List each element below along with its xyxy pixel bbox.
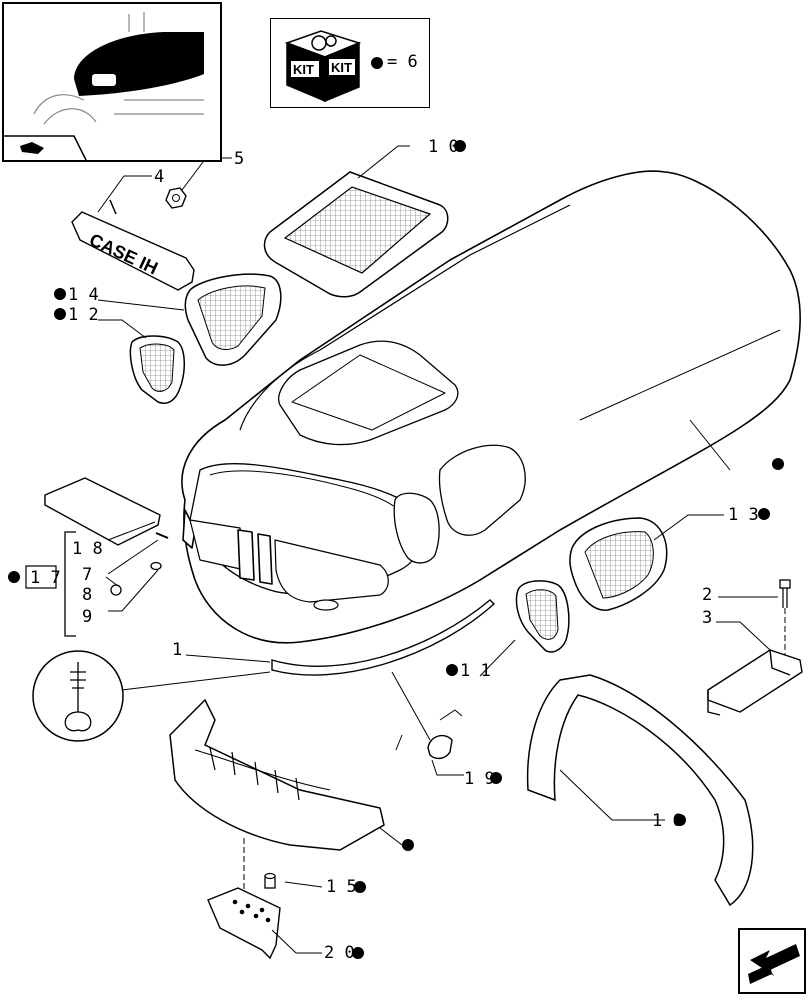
side-grille-11 [515,580,570,653]
callout-12: 1 2 [54,305,99,325]
svg-text:3: 3 [702,608,712,628]
callout-7: 7 [82,565,92,585]
grease-symbol [32,650,124,742]
side-grille-14 [184,273,282,366]
kit-text-left: KIT [293,62,314,77]
callout-5: 5 [234,149,244,169]
callout-11: 1 1 [446,661,491,681]
callout-13: 1 3 [728,505,770,525]
svg-text:1 9: 1 9 [464,769,495,789]
svg-text:2 0: 2 0 [324,943,355,963]
svg-text:1 2: 1 2 [68,305,99,325]
svg-text:1 5: 1 5 [326,877,357,897]
washer-8 [110,584,122,596]
top-filter-panel [263,171,449,298]
tractor-thumbnail-icon [4,12,204,161]
callout-17: 1 7 [8,565,61,589]
kit-dot-icon [371,57,383,69]
bracket-3 [707,649,803,716]
svg-text:5: 5 [234,149,244,169]
callout-8: 8 [82,585,92,605]
hood-main [181,170,801,644]
overview-thumbnail [2,2,222,162]
callout-15: 1 5 [326,877,366,897]
kit-text-right: KIT [331,60,352,75]
side-grille-12 [129,335,185,404]
plug-15 [264,872,276,889]
callout-20: 2 0 [324,943,364,963]
callout-10: 1 0 [428,137,466,157]
callout-9: 9 [82,607,92,627]
svg-text:9: 9 [82,607,92,627]
arrow-down-left-icon [748,944,800,984]
callout-3: 3 [702,608,712,628]
svg-text:1 6: 1 6 [652,811,683,831]
next-page-button[interactable] [738,928,806,994]
side-grille-13 [569,517,668,611]
callout-19: 1 9 [464,769,502,789]
svg-text:4: 4 [154,167,164,187]
case-ih-emblem: CASE IH [71,199,195,291]
fender-16 [526,674,754,907]
callout-2: 2 [702,585,712,605]
svg-text:8: 8 [82,585,92,605]
svg-text:1 8: 1 8 [72,539,103,559]
front-bumper-cover [169,698,385,851]
seal-strip [271,599,496,676]
callout-hood [772,458,784,470]
clip-19 [395,709,463,760]
support-20 [207,887,281,960]
bolt-2 [779,579,791,658]
kit-legend: KIT KIT = 6 [270,18,430,108]
svg-text:7: 7 [82,565,92,585]
svg-text:1 1: 1 1 [460,661,491,681]
cover-plate-18 [44,477,161,546]
kit-quantity: = 6 [387,52,418,72]
svg-text:1 0: 1 0 [428,137,459,157]
group-bracket [64,531,76,637]
callout-4: 4 [154,167,164,187]
svg-text:1: 1 [172,640,182,660]
svg-text:1 4: 1 4 [68,285,99,305]
callout-16: 1 6 [652,811,686,831]
leader-lines [97,145,778,954]
callout-bumper [402,839,414,851]
pin-7 [155,532,169,539]
callout-18: 1 8 [72,539,103,559]
svg-text:2: 2 [702,585,712,605]
svg-text:1 3: 1 3 [728,505,759,525]
kit-box-icon: KIT KIT [284,30,362,103]
callout-1: 1 [172,640,182,660]
plug-9 [150,561,162,571]
nut [165,187,187,209]
svg-text:1 7: 1 7 [30,568,61,588]
callout-14: 1 4 [54,285,99,305]
